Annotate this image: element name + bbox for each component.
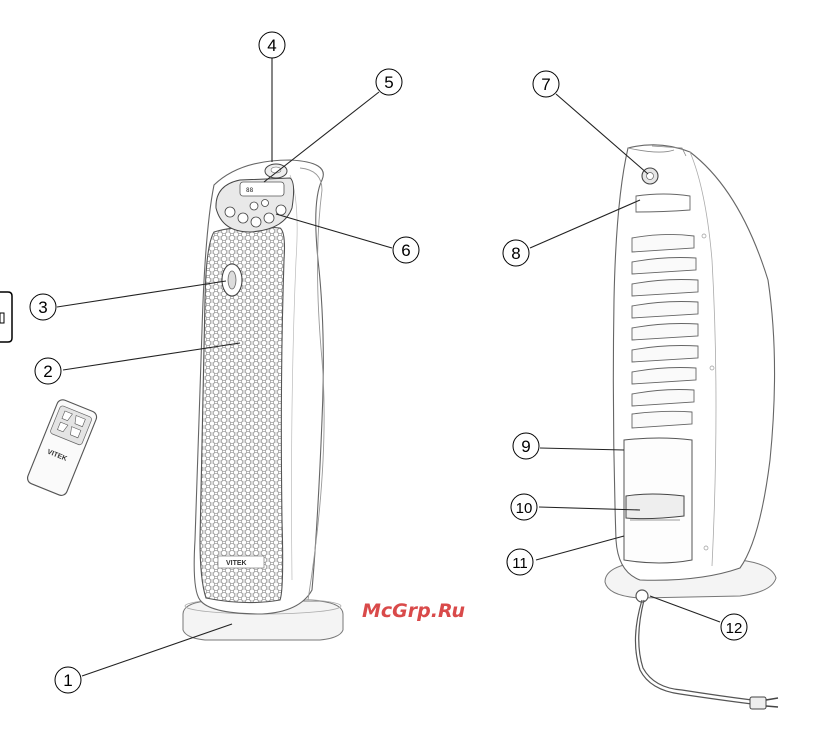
svg-text:5: 5 [384, 73, 393, 92]
svg-text:11: 11 [512, 555, 528, 572]
display-readout: 88 [246, 187, 254, 194]
callout-8: 8 [503, 240, 529, 266]
svg-text:1: 1 [63, 671, 72, 690]
svg-text:7: 7 [541, 75, 550, 94]
front-brand-logo: VITEK [226, 560, 247, 567]
svg-text:2: 2 [43, 362, 52, 381]
callout-11: 11 [507, 549, 533, 575]
callout-4: 4 [259, 32, 285, 58]
callout-12: 12 [721, 614, 747, 640]
svg-text:3: 3 [38, 298, 47, 317]
rear-latch [626, 494, 684, 519]
callout-1: 1 [55, 667, 81, 693]
svg-text:8: 8 [511, 244, 520, 263]
watermark-text: McGrp.Ru [362, 600, 465, 622]
callout-10: 10 [511, 494, 537, 520]
callout-9: 9 [513, 433, 539, 459]
remote-control: VITEK [26, 398, 99, 497]
callout-2: 2 [35, 358, 61, 384]
callout-3: 3 [30, 294, 56, 320]
callout-5: 5 [376, 69, 402, 95]
rear-heater [605, 145, 778, 709]
power-plug [750, 697, 778, 709]
callout-6: 6 [393, 237, 419, 263]
edge-bracket [0, 292, 12, 342]
svg-text:9: 9 [521, 437, 530, 456]
svg-text:4: 4 [267, 36, 276, 55]
svg-text:12: 12 [726, 620, 743, 637]
front-heater: VITEK 88 [183, 160, 343, 640]
svg-text:10: 10 [516, 500, 533, 517]
callout-7: 7 [533, 71, 559, 97]
rear-vents [632, 234, 698, 428]
power-cord [635, 590, 752, 704]
svg-text:6: 6 [401, 241, 410, 260]
